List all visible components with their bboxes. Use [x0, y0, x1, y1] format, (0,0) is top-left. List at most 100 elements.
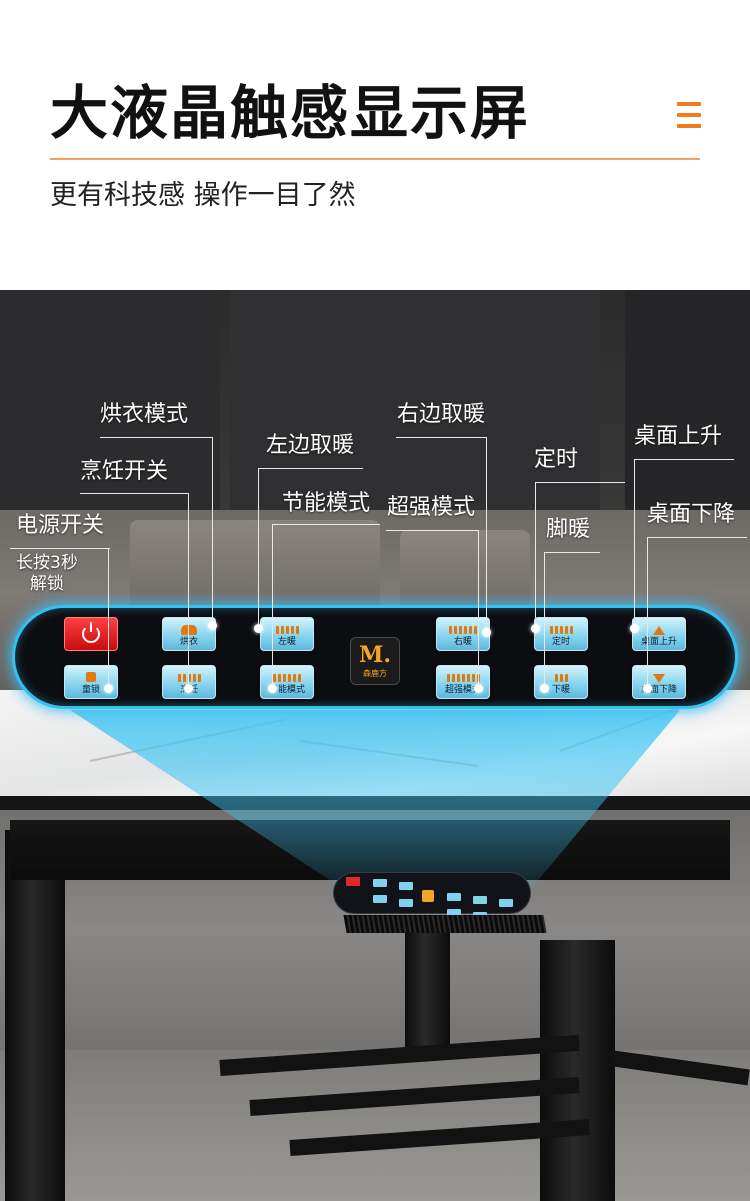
callout-line — [535, 482, 625, 483]
callout-line — [212, 437, 213, 625]
callout-dot — [482, 628, 491, 637]
callout-table-down: 桌面下降 — [647, 502, 736, 527]
mini-button — [399, 882, 413, 890]
power-icon — [82, 622, 100, 643]
mini-button — [499, 899, 513, 907]
heat-icon — [549, 626, 573, 634]
left-warm-button[interactable]: 左暖 — [260, 617, 314, 651]
table-down-label: 桌面下降 — [640, 685, 677, 695]
callout-boost: 超强模式 — [387, 495, 476, 520]
callout-cooking: 烹饪开关 — [80, 459, 169, 484]
heat-icon — [446, 674, 480, 682]
callout-dot — [104, 684, 113, 693]
callout-line — [258, 468, 363, 469]
callout-dot — [531, 624, 540, 633]
table-up-button[interactable]: 桌面上升 — [632, 617, 686, 651]
lock-icon — [86, 672, 96, 682]
heat-icon — [275, 626, 299, 634]
callout-dot — [208, 621, 217, 630]
callout-line — [386, 530, 478, 531]
callout-dot — [643, 684, 652, 693]
child-lock-button[interactable]: 童锁 — [64, 665, 118, 699]
callout-timer: 定时 — [534, 447, 579, 472]
mini-button — [473, 896, 487, 904]
callout-left-warm: 左边取暖 — [266, 433, 355, 458]
callout-line — [544, 552, 600, 553]
table-leg — [540, 940, 615, 1201]
callout-power: 电源开关 — [16, 513, 105, 538]
callout-line — [396, 437, 486, 438]
callout-line — [634, 459, 734, 460]
mini-logo — [422, 890, 434, 902]
callout-line — [108, 548, 109, 688]
boost-button[interactable]: 超强模式 — [436, 665, 490, 699]
callout-line — [478, 530, 479, 688]
callout-line — [272, 524, 273, 688]
eco-label: 节能模式 — [268, 685, 305, 695]
heat-icon — [449, 626, 477, 634]
callout-line — [10, 548, 110, 549]
callout-dot — [184, 684, 193, 693]
mini-button — [373, 895, 387, 903]
callout-drying: 烘衣模式 — [100, 402, 189, 427]
callout-right-warm: 右边取暖 — [397, 402, 486, 427]
callout-line — [535, 482, 536, 628]
callout-dot — [630, 624, 639, 633]
header: 大液晶触感显示屏 更有科技感 操作一目了然 — [0, 0, 750, 290]
callout-dot — [540, 684, 549, 693]
table-up-label: 桌面上升 — [640, 637, 677, 647]
heat-icon — [177, 674, 201, 682]
callout-line — [100, 437, 212, 438]
table-leg — [5, 830, 65, 1201]
child-lock-label: 童锁 — [81, 685, 100, 695]
page-subtitle: 更有科技感 操作一目了然 — [50, 180, 356, 211]
brand-logo-text: 森鹿方 — [363, 668, 387, 678]
callout-line — [486, 437, 487, 632]
brand-logo: M. 森鹿方 — [350, 637, 400, 685]
eco-button[interactable]: 节能模式 — [260, 665, 314, 699]
callout-line — [647, 537, 747, 538]
callout-table-up: 桌面上升 — [634, 424, 723, 449]
callout-dot — [254, 624, 263, 633]
page-title: 大液晶触感显示屏 — [50, 79, 531, 147]
callout-line — [647, 537, 648, 688]
callout-line — [634, 459, 635, 628]
timer-button[interactable]: 定时 — [534, 617, 588, 651]
mini-power-button — [346, 877, 360, 886]
heat-icon — [554, 674, 568, 682]
table-leg — [405, 930, 450, 1050]
callout-foot-warm: 脚暖 — [546, 517, 591, 542]
foot-warm-label: 下暖 — [551, 685, 570, 695]
table-down-button[interactable]: 桌面下降 — [632, 665, 686, 699]
callout-dot — [474, 684, 483, 693]
timer-label: 定时 — [551, 637, 570, 647]
power-button[interactable] — [64, 617, 118, 651]
title-divider — [50, 158, 700, 160]
boost-label: 超强模式 — [444, 685, 481, 695]
mini-button — [373, 879, 387, 887]
floor — [0, 1050, 750, 1201]
shirt-icon — [181, 625, 197, 635]
left-warm-label: 左暖 — [277, 637, 296, 647]
vent-grille — [343, 915, 547, 933]
mini-button — [447, 909, 461, 917]
callout-line — [544, 552, 545, 688]
arrow-down-icon — [653, 674, 665, 683]
mini-button — [399, 899, 413, 907]
arrow-up-icon — [653, 626, 665, 635]
callout-line — [272, 524, 380, 525]
callout-line — [258, 468, 259, 628]
callout-lock-hint: 长按3秒 解锁 — [16, 553, 78, 595]
light-beam-shape — [70, 710, 680, 890]
callout-dot — [268, 684, 277, 693]
brand-logo-mark: M. — [358, 641, 391, 668]
mini-button — [447, 893, 461, 901]
touch-control-panel — [12, 605, 738, 709]
callout-line — [188, 493, 189, 688]
right-warm-label: 右暖 — [453, 637, 472, 647]
light-beam — [70, 710, 680, 890]
foot-warm-button[interactable]: 下暖 — [534, 665, 588, 699]
hamburger-menu-icon[interactable] — [677, 102, 701, 128]
cooking-button[interactable]: 烹饪 — [162, 665, 216, 699]
callout-eco: 节能模式 — [282, 491, 371, 516]
